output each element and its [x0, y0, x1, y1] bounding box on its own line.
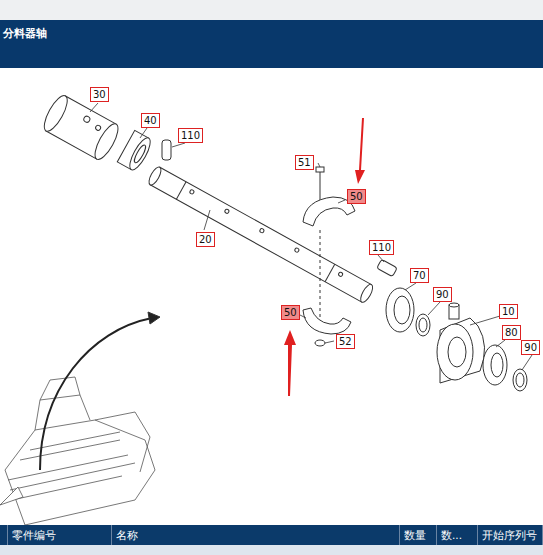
callout-text: 70 [413, 270, 426, 281]
table-header-cell: 数量 [400, 525, 437, 545]
title: 分料器轴 [3, 26, 47, 41]
table-row [0, 545, 543, 555]
callout-number: 80 [502, 325, 521, 340]
top-strip [0, 0, 543, 20]
callout-number: 52 [336, 334, 355, 349]
callout-text: 30 [93, 89, 106, 100]
table-header-cell: 零件编号 [8, 525, 112, 545]
callout-number: 50 [347, 189, 366, 204]
title-bar: 分料器轴 [0, 20, 543, 68]
callout-text: 110 [181, 130, 200, 141]
callout-text: 20 [199, 234, 212, 245]
callout-text: 80 [505, 327, 518, 338]
callout-text: 110 [372, 242, 391, 253]
callout-number: 50 [281, 305, 300, 320]
table-header-cell: 开始序列号 [478, 525, 543, 545]
callout-text: 90 [436, 289, 449, 300]
callout-number: 90 [433, 287, 452, 302]
callout-number: 10 [499, 304, 518, 319]
table-cell [0, 525, 8, 545]
parts-table-header: 零件编号名称数量数...开始序列号 [0, 525, 543, 555]
callout-text: 50 [284, 307, 297, 318]
callout-number: 40 [141, 113, 160, 128]
callout-text: 90 [524, 342, 537, 353]
table-header-cell: 名称 [112, 525, 400, 545]
callout-number: 51 [295, 155, 314, 170]
callout-number: 110 [178, 128, 203, 143]
callout-number: 30 [90, 87, 109, 102]
callout-text: 50 [350, 191, 363, 202]
callout-text: 51 [298, 157, 311, 168]
table-header-cell: 数... [437, 525, 478, 545]
callout-number: 20 [196, 232, 215, 247]
callout-text: 52 [339, 336, 352, 347]
callout-number: 70 [410, 268, 429, 283]
callout-text: 40 [144, 115, 157, 126]
callout-number: 90 [521, 340, 540, 355]
callout-number: 110 [369, 240, 394, 255]
callout-text: 10 [502, 306, 515, 317]
